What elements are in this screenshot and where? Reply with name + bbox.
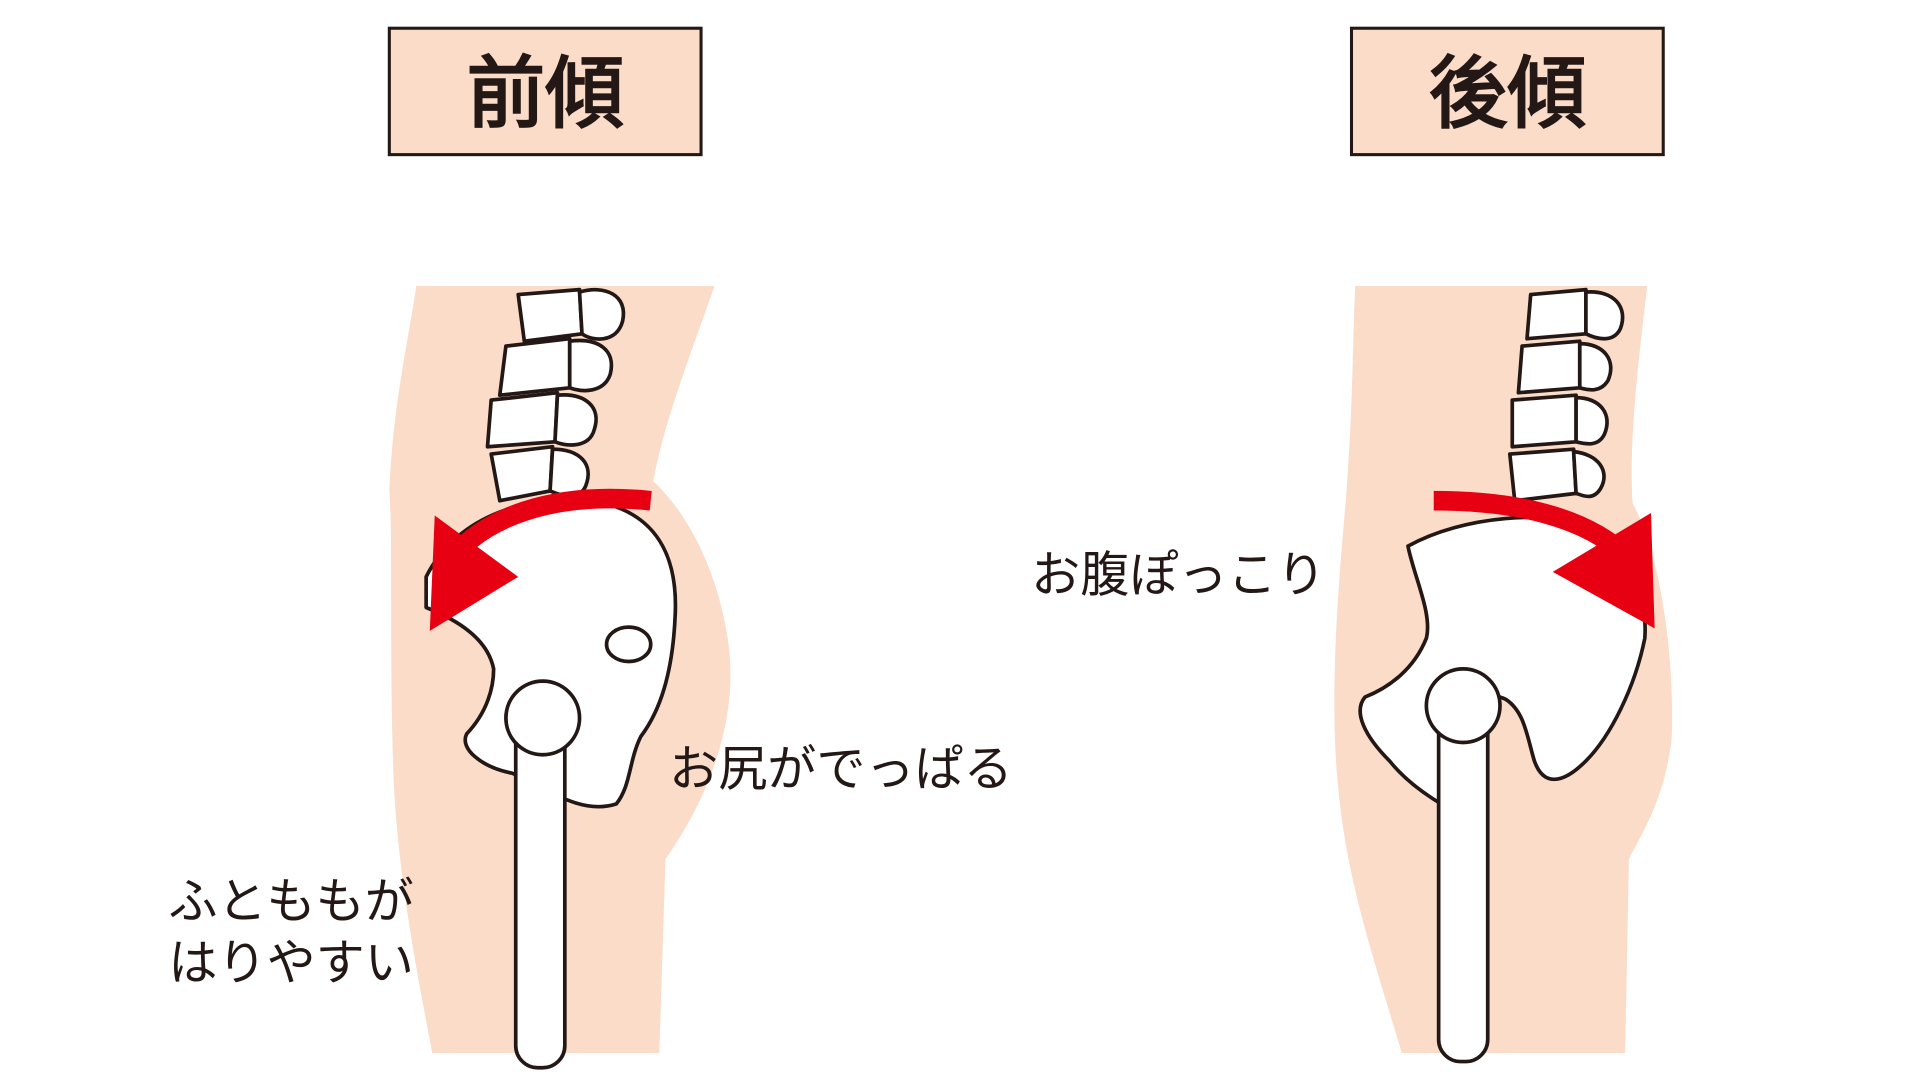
- annotation-thighs-line1: ふとももが: [168, 872, 413, 930]
- title-anterior: 前傾: [467, 47, 625, 139]
- spine-left: [485, 287, 626, 503]
- annotation-belly: お腹ぽっこり: [1031, 546, 1325, 604]
- femur-right: [1424, 667, 1502, 1064]
- title-posterior: 後傾: [1429, 47, 1587, 139]
- posterior-tilt-panel: 後傾 お腹ぽっこり: [1031, 26, 1673, 1064]
- title-box-posterior: [1349, 26, 1665, 157]
- annotation-buttocks: お尻がでっぱる: [669, 739, 1013, 797]
- spine-right: [1507, 287, 1625, 503]
- obturator-left: [604, 625, 653, 664]
- title-box-anterior: [387, 26, 703, 157]
- femur-left: [504, 679, 582, 1070]
- arrow-head-left: [429, 515, 519, 631]
- annotation-thighs-line2: はりやすい: [168, 933, 413, 991]
- arrow-head-right: [1552, 513, 1655, 629]
- anterior-tilt-panel: 前傾 お尻がでっぱる ふとももが はりやすい: [168, 26, 1013, 1070]
